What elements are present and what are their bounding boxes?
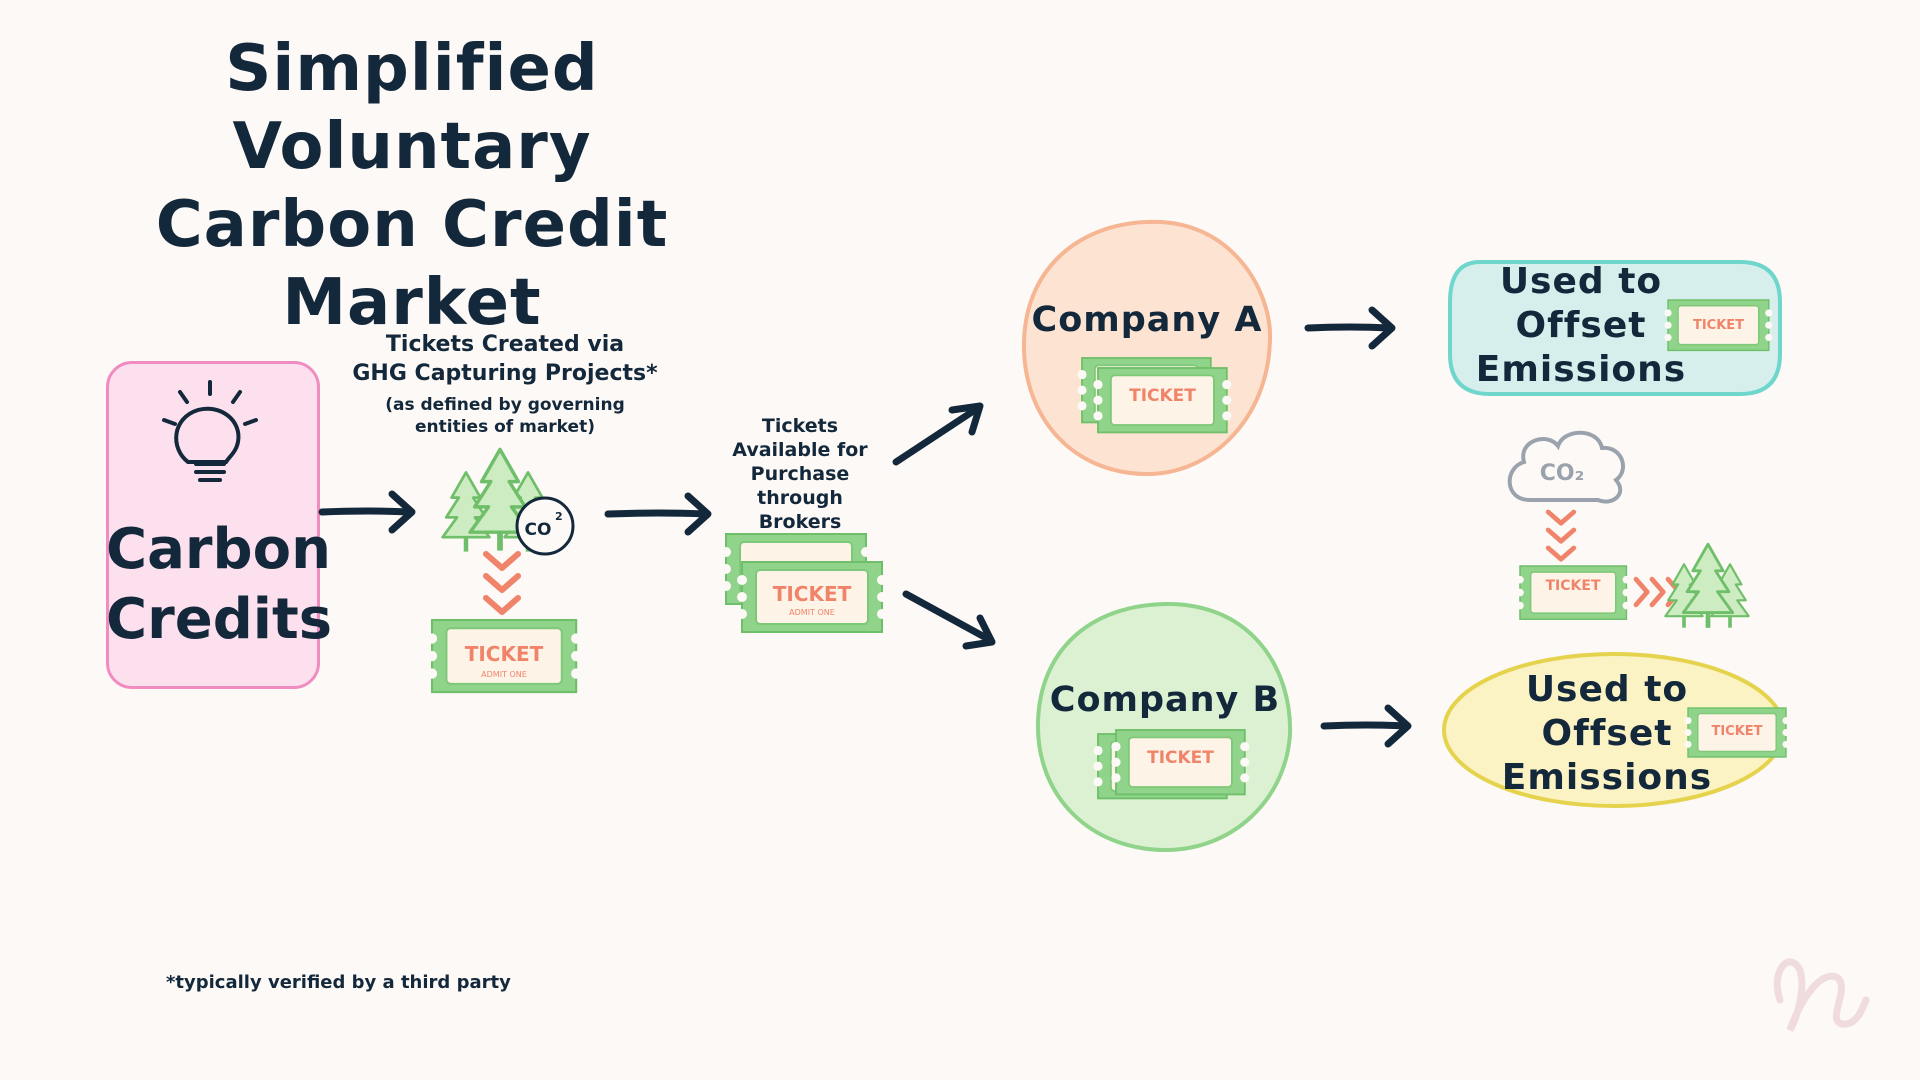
tickets-created-line-1: Tickets Created via: [385, 332, 625, 357]
tickets-created-note-line-2: entities of market): [415, 417, 595, 437]
chevrons-down-small-icon: [1548, 512, 1574, 559]
arrow-to-company-a: [892, 402, 984, 466]
offset-b-line-2: Offset: [1541, 713, 1673, 754]
arrow-company-b-to-offset: [1320, 704, 1412, 748]
offset-a-line-1: Used to: [1499, 261, 1663, 302]
tickets-available-line-2: Available for: [732, 439, 868, 461]
chevrons-down-icon: [486, 554, 518, 612]
ticket-brokers-sublabel: ADMIT ONE: [789, 608, 835, 617]
tickets-created-title: Tickets Created via GHG Capturing Projec…: [330, 330, 680, 388]
offset-a-text: Used to Offset Emissions: [1462, 260, 1700, 392]
offset-flow-ticket-label: TICKET: [1545, 578, 1601, 594]
tickets-available-line-3: Purchase: [750, 463, 850, 485]
title-line-2: Carbon Credit Market: [155, 188, 669, 340]
company-a-label: Company A: [1031, 300, 1263, 340]
page-title: Simplified Voluntary Carbon Credit Marke…: [92, 30, 732, 342]
offset-b-line-3: Emissions: [1501, 757, 1713, 798]
offset-a-line-3: Emissions: [1475, 349, 1687, 390]
arrow-to-company-b: [902, 590, 996, 650]
company-b-circle: [1035, 601, 1293, 853]
company-a-circle: [1021, 219, 1273, 477]
footnote: *typically verified by a third party: [166, 972, 511, 993]
offset-box-a: [1448, 260, 1782, 396]
company-b-ticket-label: TICKET: [1147, 748, 1214, 768]
offset-b-text: Used to Offset Emissions: [1488, 668, 1726, 800]
carbon-credits-card: [106, 361, 320, 689]
ticket-created-sublabel: ADMIT ONE: [481, 670, 527, 679]
trees-small-icon: [1663, 544, 1751, 628]
tickets-available-line-1: Tickets: [761, 415, 839, 437]
carbon-credits-line-1: Carbon: [106, 517, 331, 582]
tickets-created-note-line-1: (as defined by governing: [385, 395, 625, 415]
lightbulb-icon: [162, 380, 258, 482]
offset-a-line-2: Offset: [1515, 305, 1647, 346]
company-b-label: Company B: [1049, 680, 1281, 720]
cloud-co2-label: CO₂: [1540, 461, 1584, 486]
arrow-company-a-to-offset: [1304, 306, 1396, 350]
carbon-credits-line-2: Credits: [106, 587, 333, 652]
co2-label: CO: [525, 520, 552, 540]
tickets-available-line-4: through: [757, 487, 843, 509]
co2-superscript: 2: [555, 510, 563, 523]
tickets-available-title: Tickets Available for Purchase through B…: [700, 414, 900, 534]
arrow-created-to-available: [604, 492, 712, 536]
ticket-brokers-label: TICKET: [772, 582, 852, 606]
carbon-credits-label: Carbon Credits: [106, 515, 333, 655]
signature-logo: [1773, 958, 1870, 1032]
co2-icon: CO 2: [515, 496, 575, 556]
cloud-co2-icon: CO₂: [1507, 430, 1625, 504]
tickets-created-note: (as defined by governing entities of mar…: [370, 394, 640, 438]
tickets-created-line-2: GHG Capturing Projects*: [352, 361, 658, 386]
title-line-1: Simplified Voluntary: [225, 32, 599, 184]
arrow-credits-to-created: [318, 490, 416, 534]
company-a-ticket-label: TICKET: [1129, 386, 1196, 406]
offset-a-ticket-label: TICKET: [1692, 318, 1745, 333]
offset-b-line-1: Used to: [1525, 669, 1689, 710]
offset-b-ticket-label: TICKET: [1711, 724, 1763, 739]
tickets-available-line-5: Brokers: [758, 511, 842, 533]
ticket-created-label: TICKET: [464, 642, 544, 666]
